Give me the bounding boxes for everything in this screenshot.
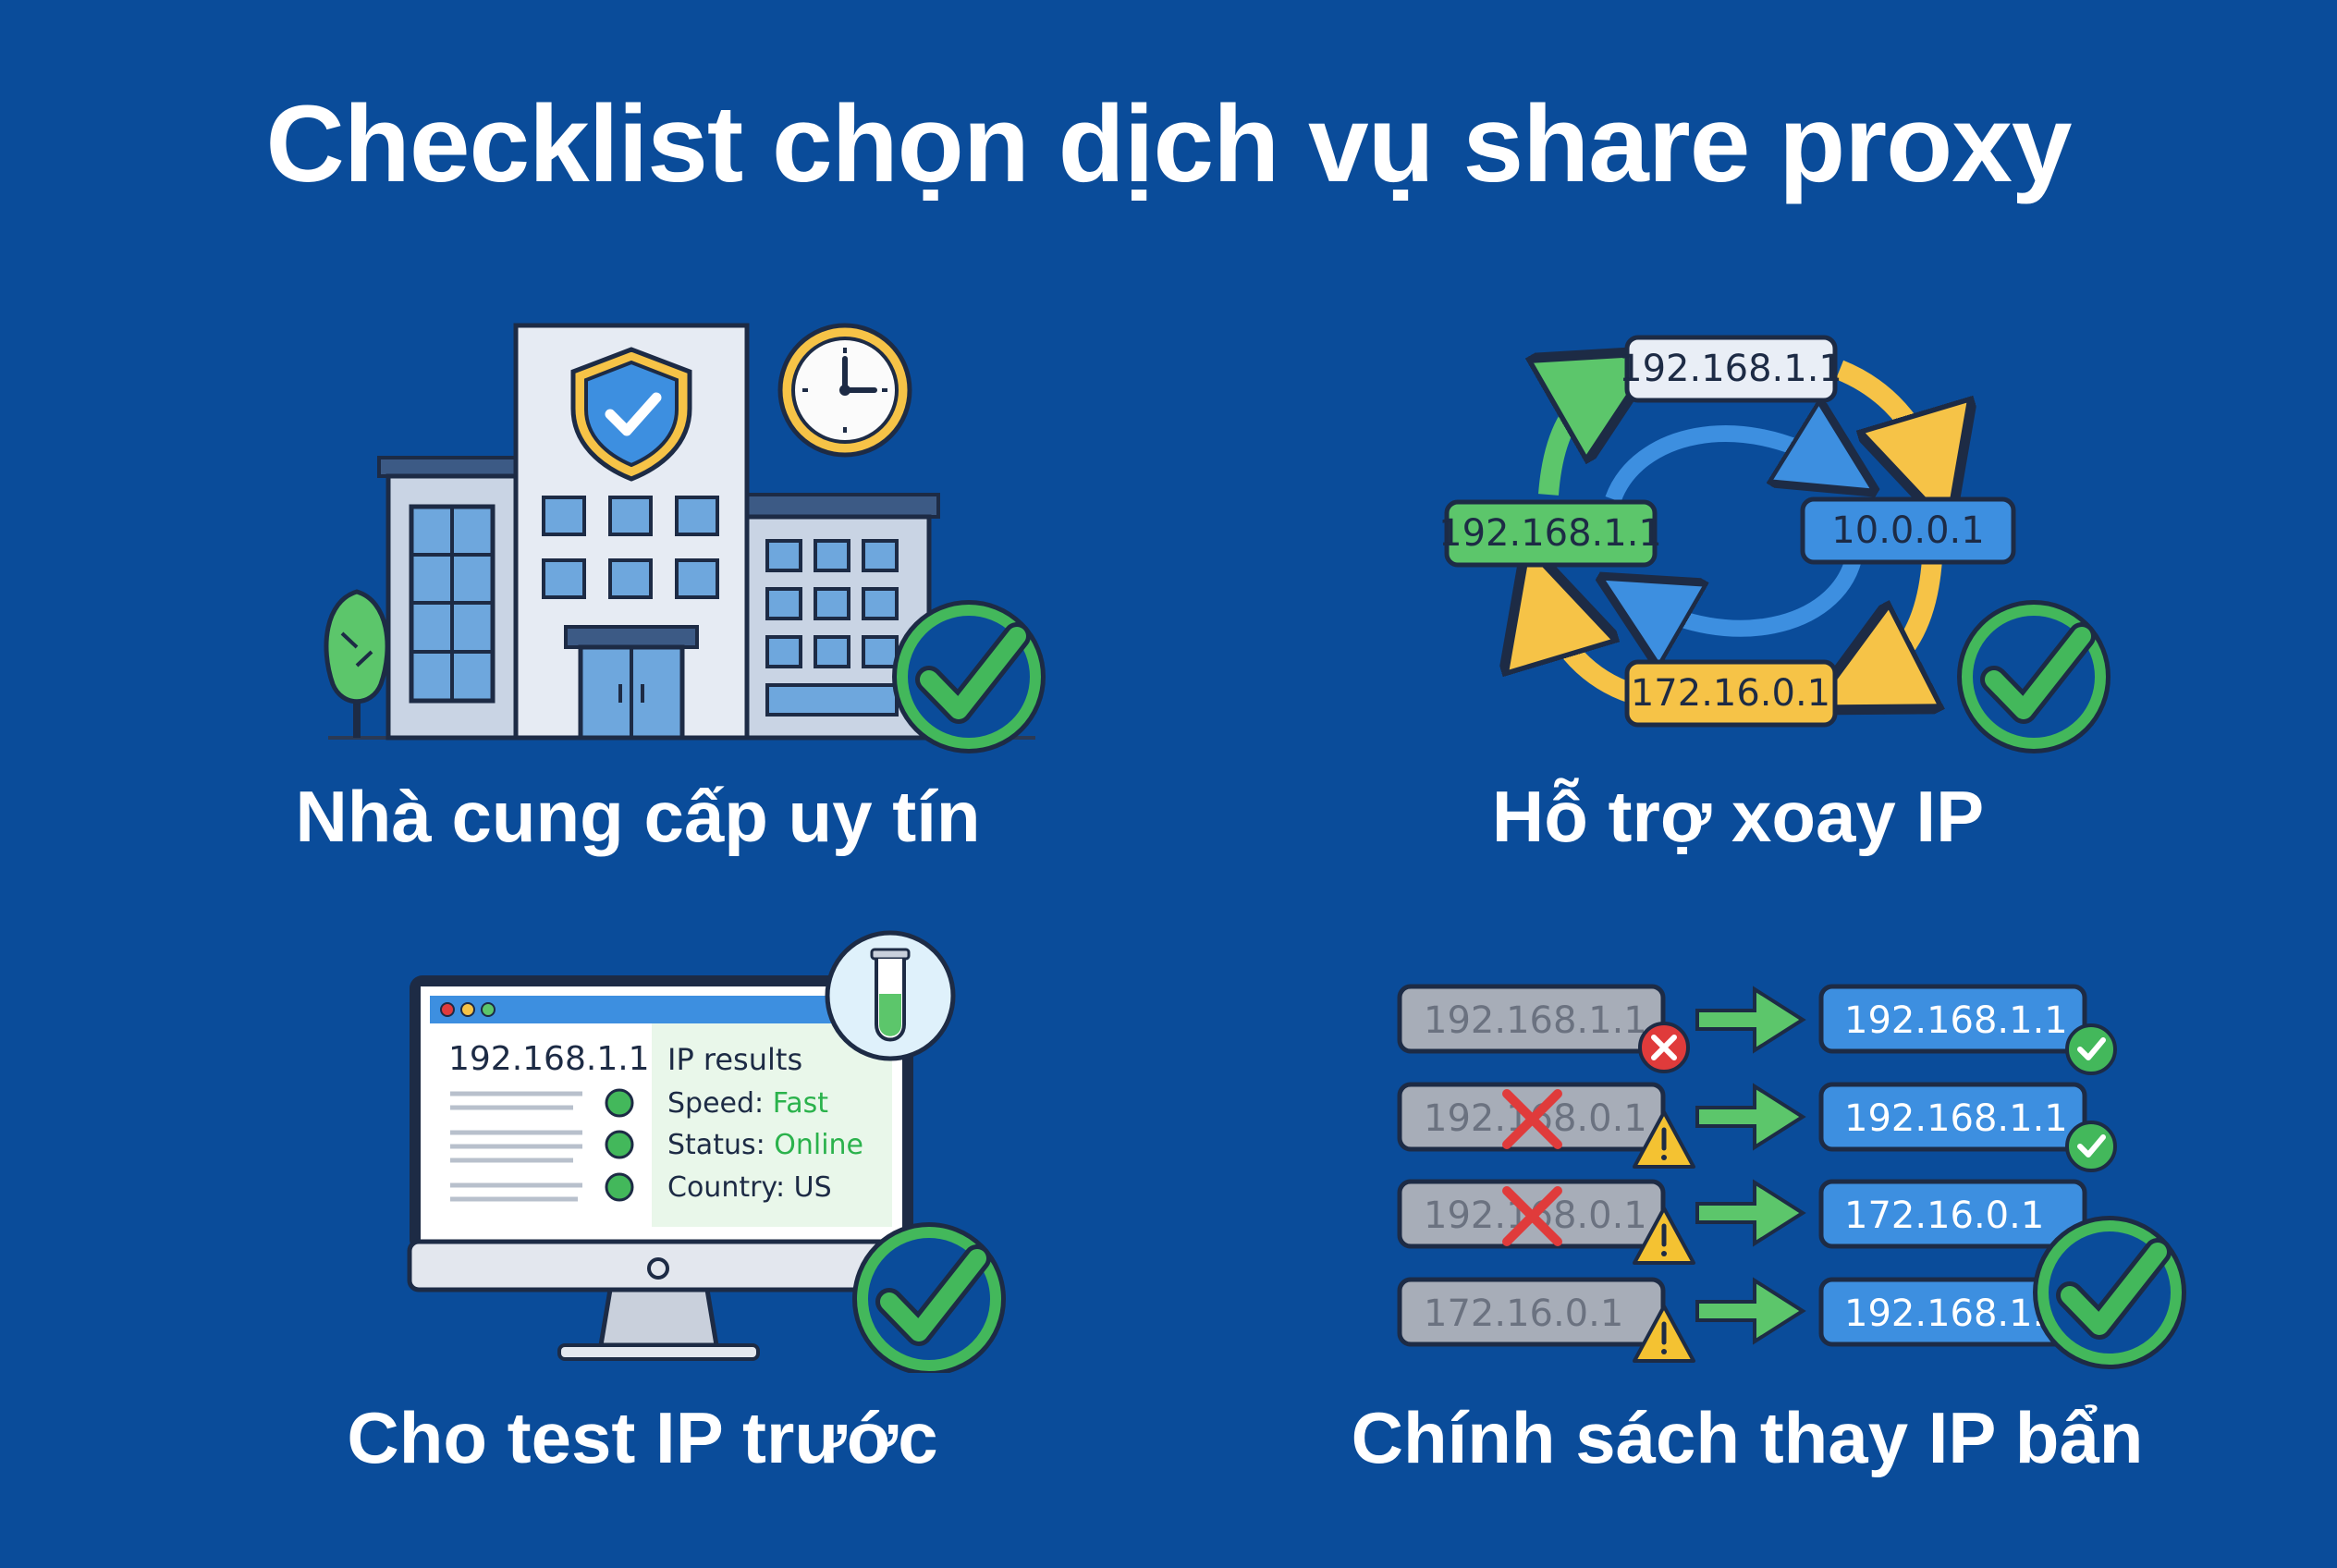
arrow-right-icon [1695,1083,1806,1151]
page-title: Checklist chọn dịch vụ share proxy [265,83,2073,205]
rotate-arrow-blue-bottom [1641,557,1862,629]
ip-pill-top-label: 192.168.1.1 [1619,348,1842,390]
tree-icon [324,589,390,738]
cross-icon [1502,1089,1562,1149]
ip-pill-bottom-label: 172.16.0.1 [1631,672,1830,715]
replace-row-3: 192.168.0.1 172.16.0.1 [1397,1179,2087,1265]
new-ip-4: 192.168.1.1 [1844,1292,2068,1335]
provider-illustration [324,323,1046,753]
svg-text:Country: US: Country: US [667,1171,832,1204]
warning-icon [1633,1305,1695,1363]
speed-value: Fast [773,1087,829,1120]
replace-row-1: 192.168.1.1 192.168.1.1 [1397,984,2117,1075]
cross-icon [1502,1186,1562,1246]
ip-pill-bottom: 172.16.0.1 [1624,659,1838,728]
rotate-arrow-yellow-bottom [1544,601,1635,704]
rotate-arrow-yellow-top [1835,360,1932,472]
status-label: Status: [667,1129,765,1161]
check-circle-icon [1957,600,2111,753]
ip-pill-right-label: 10.0.0.1 [1831,509,1984,552]
old-ip-1: 192.168.1.1 [1424,999,1647,1042]
new-ip-2: 192.168.1.1 [1844,1097,2068,1140]
check-circle-icon [2033,1216,2186,1369]
test-ip-label: 192.168.1.1 [448,1040,650,1078]
svg-text:Speed: Fast: Speed: Fast [667,1087,828,1120]
check-circle-icon [892,600,1046,753]
speed-label: Speed: [667,1087,764,1120]
ip-pill-left-label: 192.168.1.1 [1438,512,1662,555]
replace-row-2: 192.168.0.1 192.168.1.1 [1397,1082,2117,1172]
error-icon [1638,1022,1690,1073]
check-small-icon [2065,1023,2117,1075]
arrow-right-icon [1695,1179,1806,1247]
new-ip-1: 192.168.1.1 [1844,999,2068,1042]
shield-check-icon [570,347,692,482]
monitor-icon: 192.168.1.1 IP results Speed: Fast Statu… [407,975,916,1361]
caption-test: Cho test IP trước [347,1397,938,1478]
country-label: Country: [667,1171,785,1204]
new-ip-3: 172.16.0.1 [1844,1194,2044,1237]
ip-pill-top: 192.168.1.1 [1619,335,1842,403]
replace-row-4: 172.16.0.1 192.168.1.1 [1397,1277,2087,1363]
arrow-right-icon [1695,986,1806,1054]
svg-text:Status: Online: Status: Online [667,1129,863,1161]
status-value: Online [774,1129,863,1161]
rotate-arrow-yellow-right [1863,558,1932,682]
building-icon [377,323,940,741]
results-title: IP results [667,1042,802,1077]
check-circle-icon [852,1222,1006,1373]
caption-replace: Chính sách thay IP bẩn [1351,1397,2144,1478]
check-small-icon [2065,1121,2117,1172]
warning-icon [1633,1110,1695,1169]
ip-pill-right: 10.0.0.1 [1800,496,2016,565]
ip-pill-left: 192.168.1.1 [1438,499,1662,568]
rotation-illustration: 192.168.1.1 10.0.0.1 172.16.0.1 192.168.… [1438,335,2111,753]
replace-illustration: 192.168.1.1 192.168.1.1 192.168.0.1 [1397,984,2186,1369]
test-tube-icon [825,930,956,1061]
rotate-arrow-green [1548,381,1609,496]
warning-icon [1633,1207,1695,1265]
old-ip-4: 172.16.0.1 [1424,1292,1623,1335]
clock-icon [777,323,912,458]
caption-provider: Nhà cung cấp uy tín [295,776,981,857]
rotate-arrow-blue-top [1605,434,1835,503]
arrow-right-icon [1695,1277,1806,1345]
caption-rotation: Hỗ trợ xoay IP [1491,776,1985,857]
test-illustration: 192.168.1.1 IP results Speed: Fast Statu… [407,930,1006,1373]
country-value: US [794,1171,832,1204]
